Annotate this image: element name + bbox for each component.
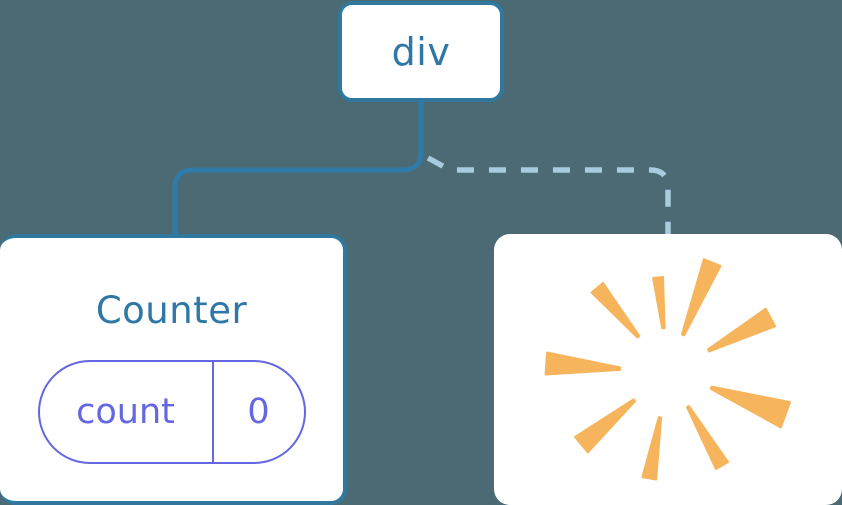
sparkle-ray-7	[709, 385, 792, 429]
state-pill-key: count	[40, 362, 214, 462]
sparkle-ray-3	[544, 351, 622, 376]
sparkle-ray-4	[574, 398, 637, 454]
sparkle-ray-6	[685, 405, 730, 471]
sparkle-ray-1	[652, 276, 666, 330]
node-div-title: div	[391, 29, 451, 74]
state-pill-value: 0	[247, 391, 270, 432]
edge-div-to-effect	[426, 155, 671, 236]
sparkle-ray-2	[590, 281, 641, 339]
node-counter-title: Counter	[95, 289, 248, 332]
sparkle-ray-8	[707, 307, 777, 353]
sparkle-burst-icon	[544, 258, 792, 481]
sparkle-ray-0	[680, 258, 722, 337]
node-div[interactable]: div	[338, 1, 504, 102]
sparkle-ray-5	[641, 416, 663, 481]
node-counter[interactable]: Counter count 0	[0, 234, 347, 505]
edge-div-to-counter	[172, 99, 424, 239]
node-effect[interactable]	[494, 234, 842, 505]
state-pill-count[interactable]: count 0	[37, 360, 306, 464]
